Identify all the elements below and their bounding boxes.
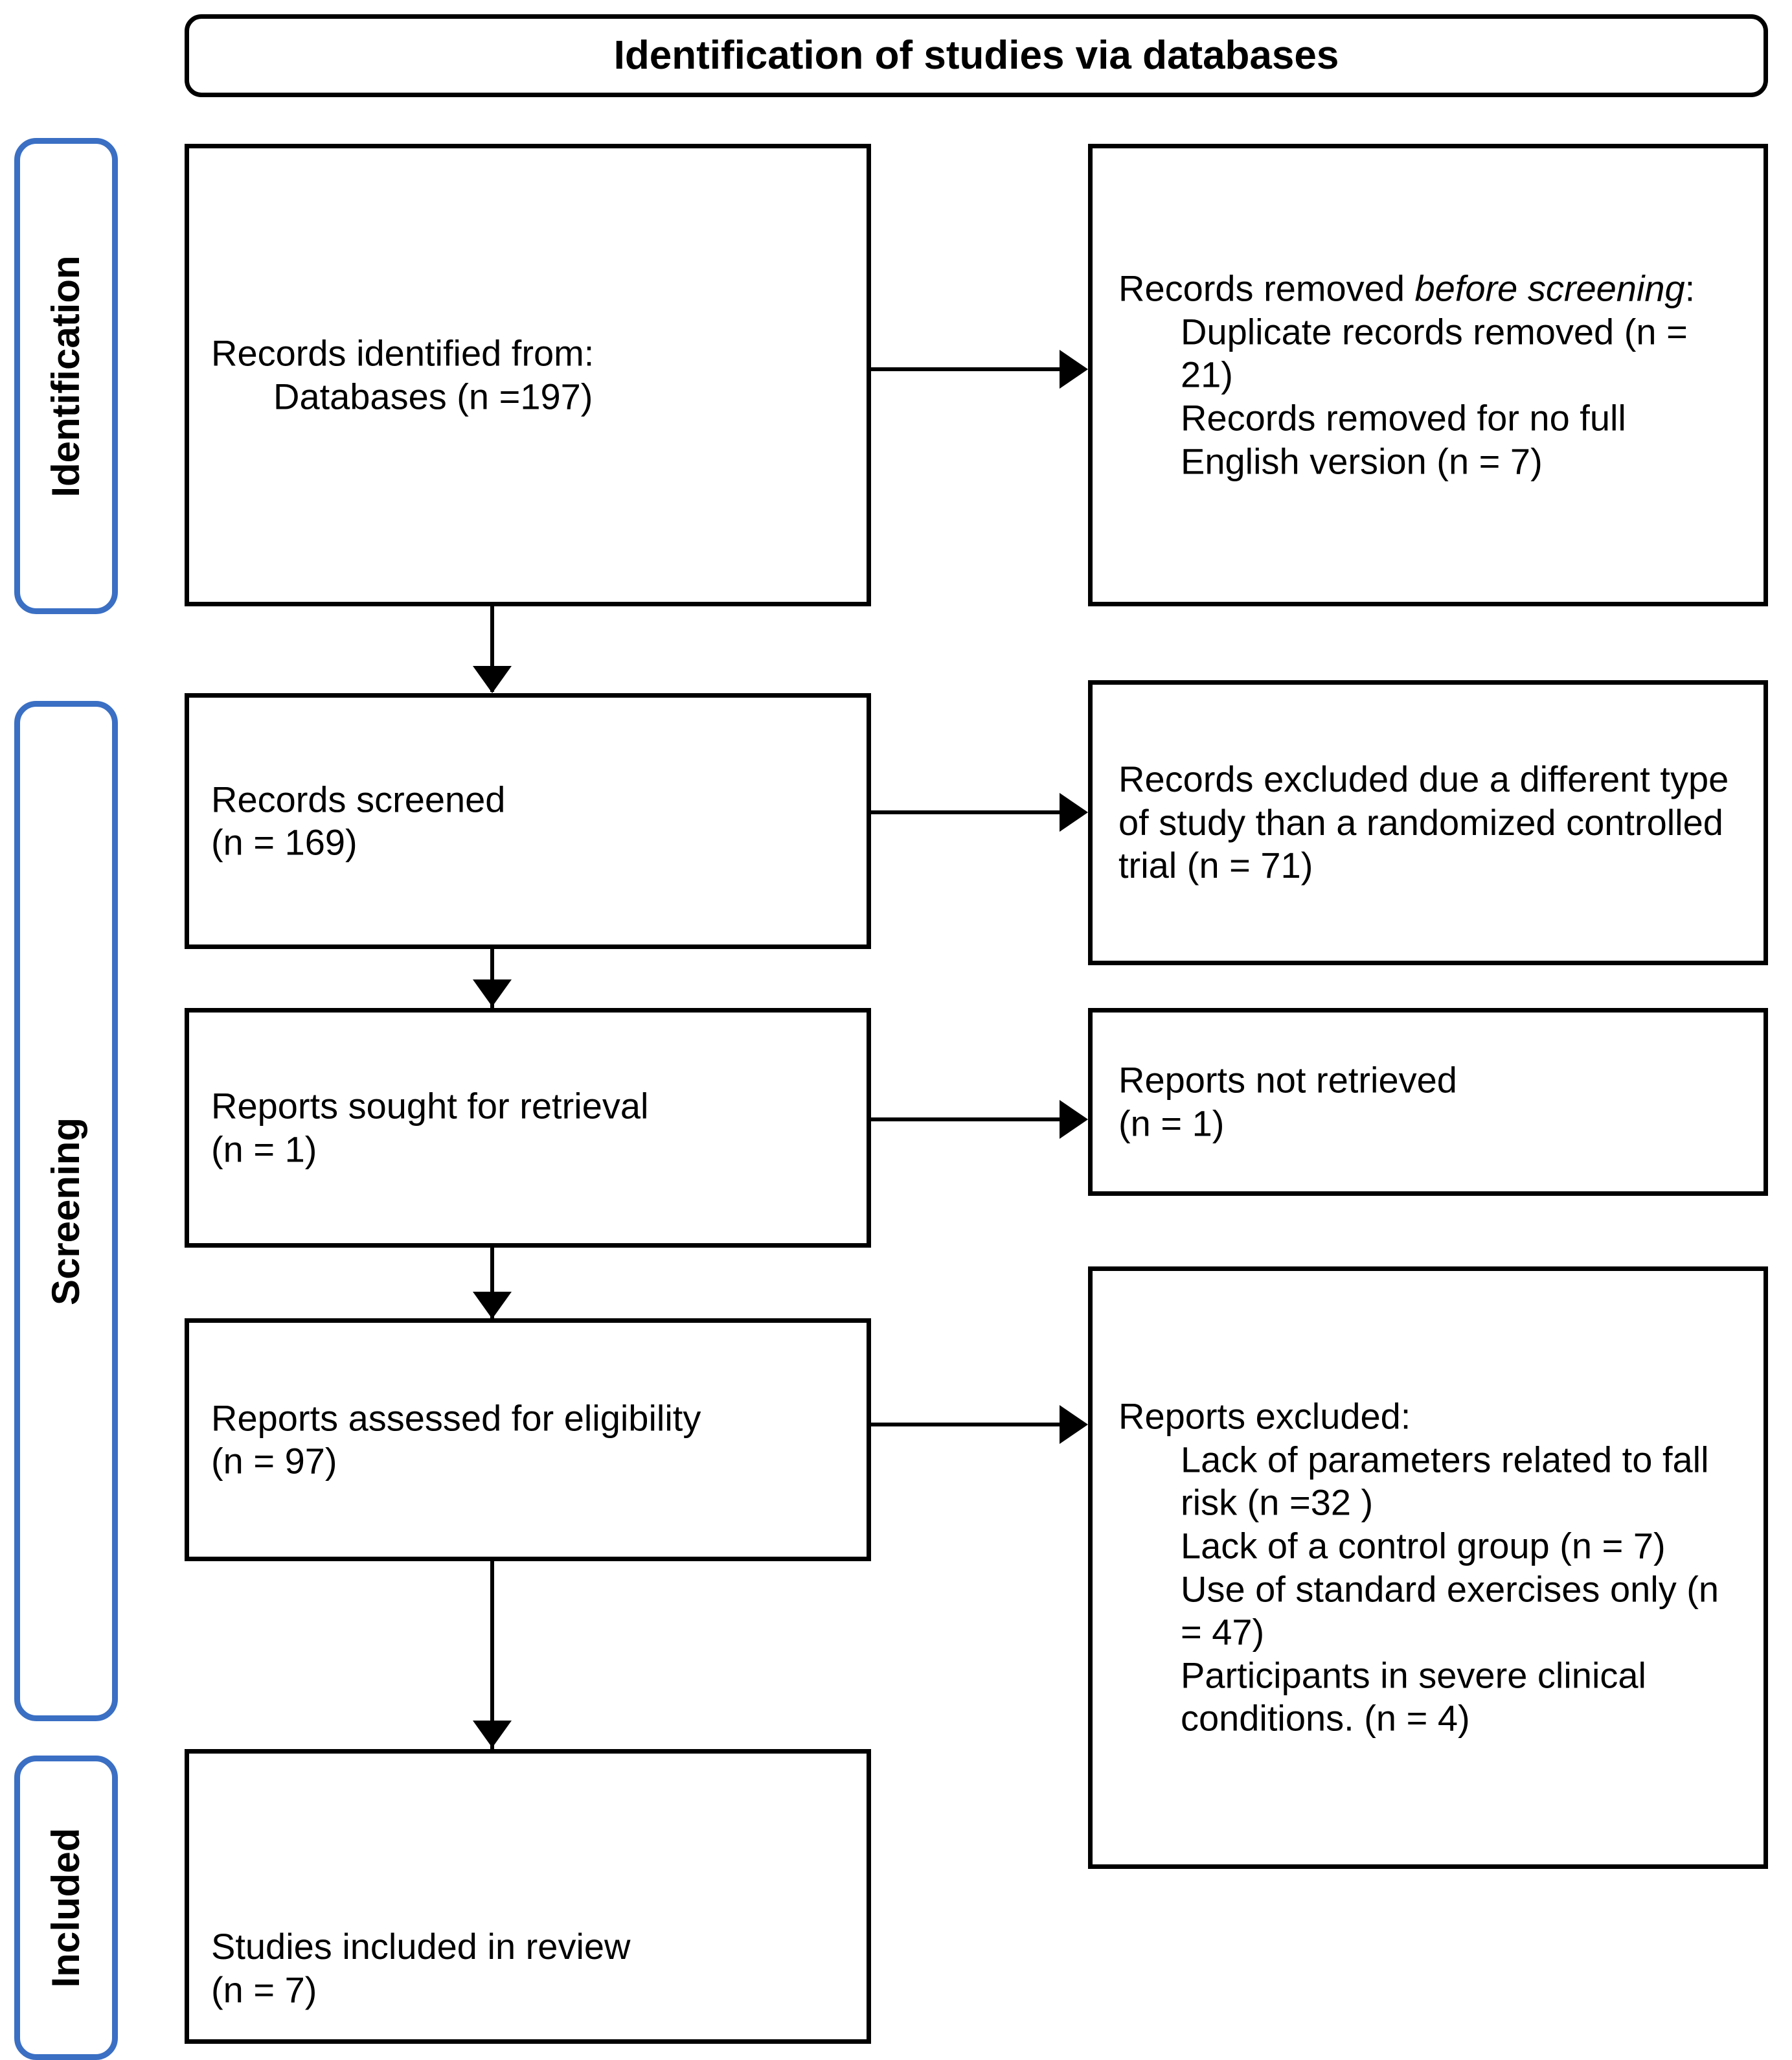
connector-line-sought-to-not-retrieved [871, 1117, 1061, 1121]
records-screened-line2: (n = 169) [211, 821, 357, 863]
reports-excluded-item1: Lack of parameters related to fall risk … [1181, 1439, 1719, 1523]
box-records-identified-text: Records identified from:Databases (n =19… [211, 332, 852, 418]
records-screened-line1: Records screened [211, 778, 506, 819]
box-records-screened: Records screened(n = 169) [185, 693, 871, 949]
records-identified-line2: Databases (n =197) [273, 376, 593, 417]
phase-label-screening: Screening [14, 701, 118, 1721]
reports-assessed-line2: (n = 97) [211, 1440, 337, 1482]
studies-included-line2: (n = 7) [211, 1969, 317, 2010]
connector-line-screened-to-sought [490, 949, 494, 1009]
studies-included-line1: Studies included in review [211, 1926, 631, 1967]
reports-not-retrieved-line2: (n = 1) [1118, 1103, 1225, 1143]
connector-line-screened-to-excluded [871, 810, 1061, 814]
phase-label-screening-text: Screening [44, 1117, 87, 1305]
connector-arrow-assessed-to-excluded [1060, 1405, 1088, 1444]
connector-arrow-assessed-to-included [473, 1721, 512, 1748]
reports-assessed-line1: Reports assessed for eligibility [211, 1397, 701, 1438]
connector-line-sought-to-assessed [490, 1248, 494, 1320]
connector-line-assessed-to-included [490, 1561, 494, 1749]
box-reports-sought-text: Reports sought for retrieval(n = 1) [211, 1084, 852, 1171]
box-reports-excluded: Reports excluded:Lack of parameters rela… [1088, 1266, 1768, 1869]
connector-line-identified-to-screened [490, 606, 494, 692]
connector-arrow-screened-to-sought [473, 979, 512, 1007]
phase-label-included-text: Included [44, 1827, 87, 1988]
reports-not-retrieved-line1: Reports not retrieved [1118, 1059, 1457, 1101]
box-records-identified: Records identified from:Databases (n =19… [185, 144, 871, 606]
phase-label-included: Included [14, 1756, 118, 2060]
connector-arrow-sought-to-assessed [473, 1292, 512, 1319]
box-records-removed-text: Records removed before screening:Duplica… [1118, 267, 1747, 483]
box-studies-included-text: Studies included in review(n = 7) [211, 1925, 852, 2011]
phase-label-identification-text: Identification [44, 255, 87, 498]
records-identified-line1: Records identified from: [211, 332, 595, 374]
phase-label-identification: Identification [14, 138, 118, 614]
connector-arrow-sought-to-not-retrieved [1060, 1100, 1088, 1139]
connector-arrow-identified-to-screened [473, 666, 512, 693]
box-studies-included: Studies included in review(n = 7) [185, 1749, 871, 2044]
records-removed-heading-plain: Records removed [1118, 268, 1415, 309]
box-reports-sought: Reports sought for retrieval(n = 1) [185, 1008, 871, 1248]
records-removed-item2: Records removed for no full English vers… [1181, 397, 1637, 481]
reports-excluded-item2: Lack of a control group (n = 7) [1181, 1525, 1666, 1566]
reports-sought-line1: Reports sought for retrieval [211, 1085, 649, 1127]
reports-excluded-item4: Participants in severe clinical conditio… [1181, 1654, 1657, 1739]
box-records-removed-before-screening: Records removed before screening:Duplica… [1088, 144, 1768, 606]
reports-excluded-item3: Use of standard exercises only (n = 47) [1181, 1568, 1729, 1653]
diagram-title: Identification of studies via databases [613, 32, 1339, 78]
records-removed-item1: Duplicate records removed (n = 21) [1181, 311, 1698, 395]
box-reports-assessed: Reports assessed for eligibility(n = 97) [185, 1318, 871, 1561]
box-reports-not-retrieved-text: Reports not retrieved(n = 1) [1118, 1059, 1747, 1145]
reports-excluded-heading: Reports excluded: [1118, 1395, 1411, 1437]
connector-line-assessed-to-excluded [871, 1423, 1061, 1426]
box-reports-assessed-text: Reports assessed for eligibility(n = 97) [211, 1397, 852, 1483]
connector-line-identified-to-removed [871, 367, 1061, 371]
records-removed-heading-italic: before screening [1414, 268, 1685, 309]
box-reports-excluded-text: Reports excluded:Lack of parameters rela… [1118, 1395, 1747, 1741]
box-records-screened-text: Records screened(n = 169) [211, 778, 852, 864]
diagram-title-banner: Identification of studies via databases [185, 14, 1768, 97]
box-records-excluded: Records excluded due a different type of… [1088, 680, 1768, 965]
records-removed-heading-colon: : [1684, 268, 1696, 309]
reports-sought-line2: (n = 1) [211, 1128, 317, 1169]
box-reports-not-retrieved: Reports not retrieved(n = 1) [1088, 1008, 1768, 1196]
connector-arrow-identified-to-removed [1060, 350, 1088, 389]
box-records-excluded-text: Records excluded due a different type of… [1118, 759, 1739, 886]
connector-arrow-screened-to-excluded [1060, 793, 1088, 832]
